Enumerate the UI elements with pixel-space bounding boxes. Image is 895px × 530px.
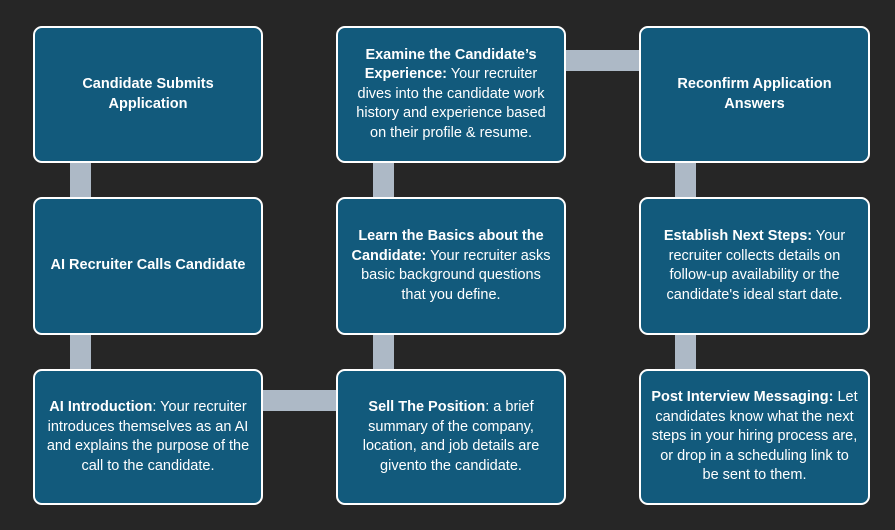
step-ai-recruiter-calls: AI Recruiter Calls Candidate xyxy=(33,197,263,335)
connector-step1-step2 xyxy=(70,160,91,200)
connector-step3-step4 xyxy=(260,390,340,411)
step-candidate-submits-application: Candidate Submits Application xyxy=(33,26,263,163)
step-title: Post Interview Messaging: xyxy=(651,389,834,406)
step-title: Candidate Submits Application xyxy=(82,76,214,112)
step-reconfirm-answers: Reconfirm Application Answers xyxy=(639,26,870,163)
step-title: AI Recruiter Calls Candidate xyxy=(50,257,246,274)
step-title: AI Introduction xyxy=(49,399,153,415)
step-title: Establish Next Steps: xyxy=(663,228,813,244)
connector-step4-step5 xyxy=(373,332,394,372)
step-description: : Your recruiter introduces themselves a… xyxy=(46,399,250,474)
step-description: Let candidates know what the next steps … xyxy=(651,389,858,484)
step-title: Learn the Basics about the Candidate: xyxy=(351,228,544,264)
step-description: Your recruiter collects details on follo… xyxy=(666,228,846,303)
connector-step2-step3 xyxy=(70,332,91,372)
step-learn-basics: Learn the Basics about the Candidate: Yo… xyxy=(336,197,566,335)
step-post-interview-messaging: Post Interview Messaging: Let candidates… xyxy=(639,369,870,505)
step-establish-next-steps: Establish Next Steps: Your recruiter col… xyxy=(639,197,870,335)
step-title: Sell The Position xyxy=(368,399,486,415)
connector-step6-step7 xyxy=(563,50,643,71)
step-description: : a brief summary of the company, locati… xyxy=(362,399,540,474)
step-sell-the-position: Sell The Position: a brief summary of th… xyxy=(336,369,566,505)
step-description: Your recruiter asks basic background que… xyxy=(361,247,551,303)
connector-step8-step9 xyxy=(675,332,696,372)
step-examine-experience: Examine the Candidate’s Experience: Your… xyxy=(336,26,566,163)
step-title: Reconfirm Application Answers xyxy=(677,76,832,112)
connector-step7-step8 xyxy=(675,160,696,200)
step-description: Your recruiter dives into the candidate … xyxy=(356,66,546,141)
step-ai-introduction: AI Introduction: Your recruiter introduc… xyxy=(33,369,263,505)
connector-step5-step6 xyxy=(373,160,394,200)
step-title: Examine the Candidate’s Experience: xyxy=(364,46,537,83)
